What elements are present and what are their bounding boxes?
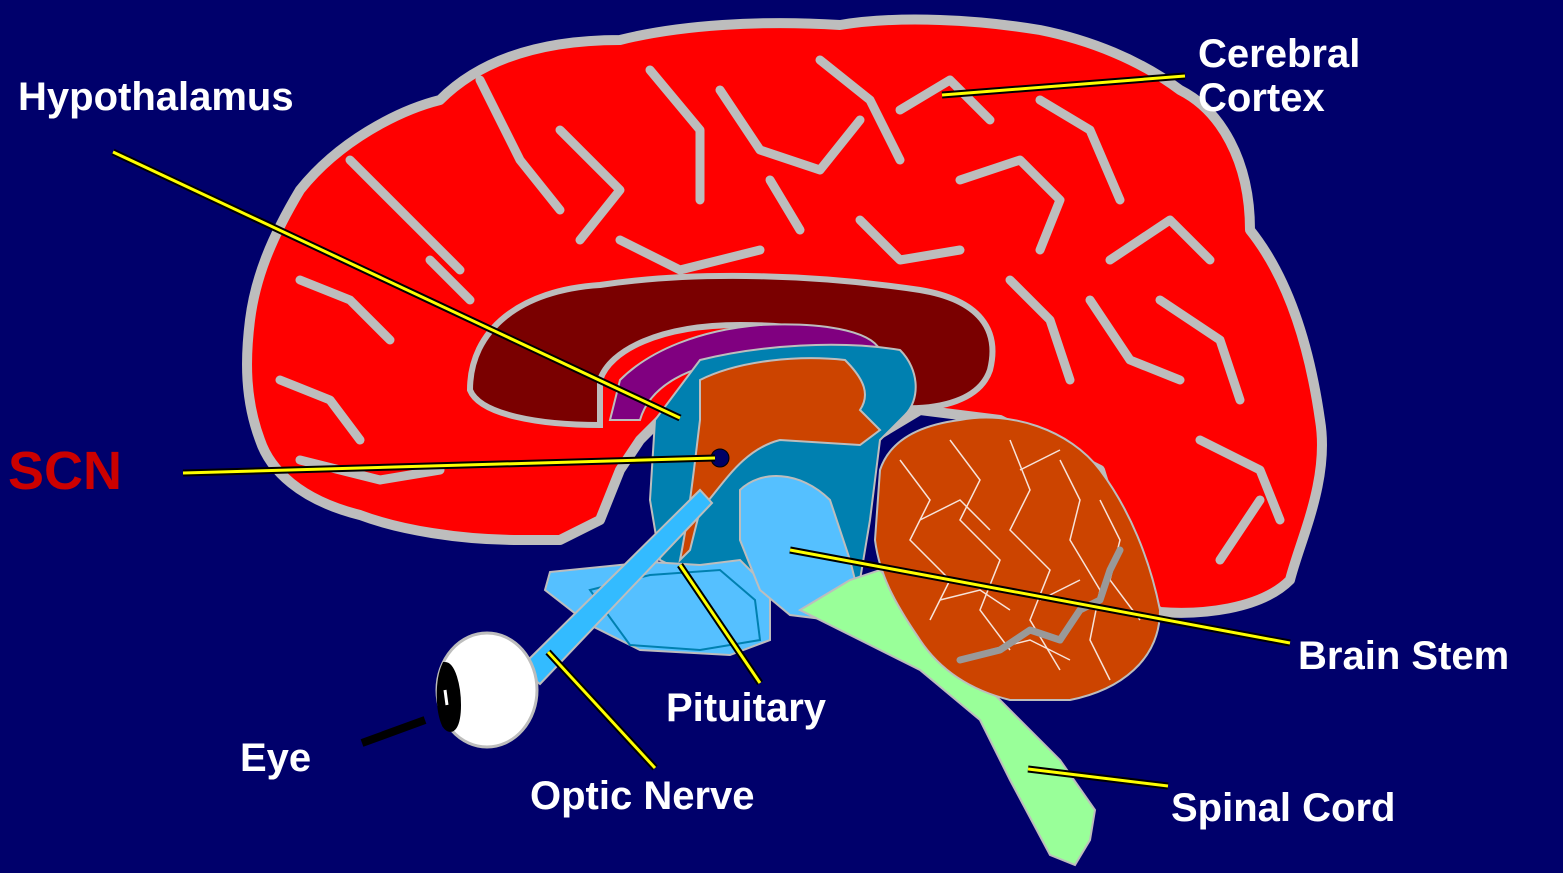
label-cerebral-cortex-line2: Cortex [1198, 76, 1360, 120]
label-eye: Eye [240, 736, 311, 780]
label-brain-stem: Brain Stem [1298, 634, 1509, 678]
label-spinal-cord: Spinal Cord [1171, 786, 1395, 830]
label-pituitary: Pituitary [666, 686, 826, 730]
label-scn: SCN [8, 442, 122, 500]
eye-pupil-gap [445, 690, 447, 705]
label-cerebral-cortex-line1: Cerebral [1198, 32, 1360, 76]
label-hypothalamus: Hypothalamus [18, 75, 294, 119]
leader-eye [362, 720, 425, 743]
label-cerebral-cortex: Cerebral Cortex [1198, 32, 1360, 120]
eye-iris [440, 665, 458, 729]
label-optic-nerve: Optic Nerve [530, 774, 755, 818]
